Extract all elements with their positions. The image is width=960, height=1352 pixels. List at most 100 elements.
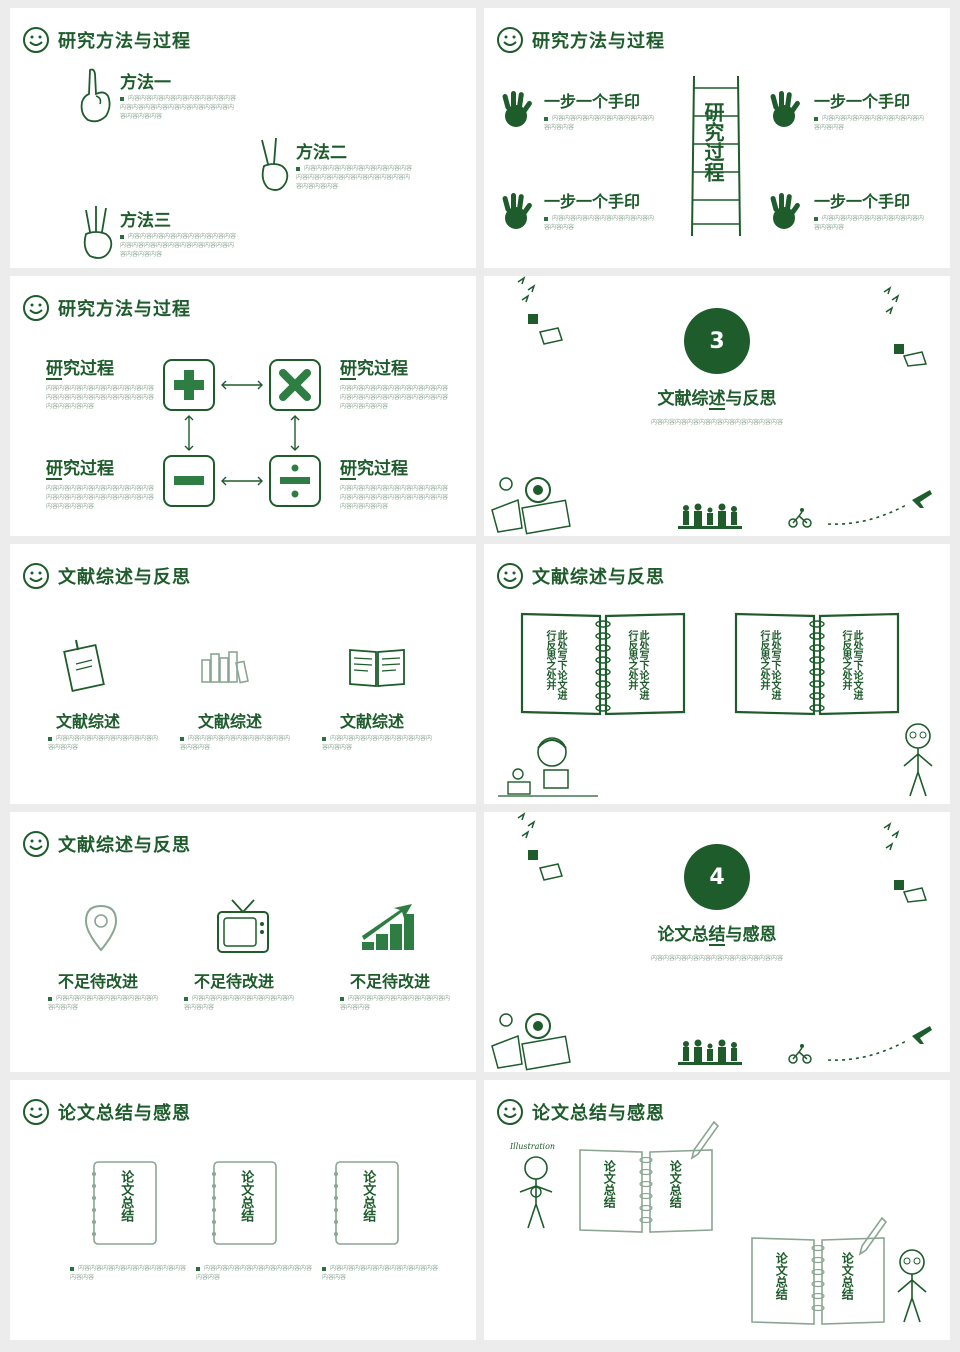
review-body: 内容内容内容内容内容内容内容内容内容内容内容	[180, 735, 291, 751]
section-title: 文献综述与反思	[657, 389, 777, 409]
improve-body: 内容内容内容内容内容内容内容内容内容内容内容	[340, 995, 451, 1011]
slide-header: 研究方法与过程	[22, 26, 191, 54]
section-number: 3	[684, 308, 750, 374]
books-icon	[201, 651, 249, 684]
family-silhouette-icon	[678, 1039, 742, 1065]
method-1-label: 方法一	[120, 73, 171, 93]
method-3-label: 方法三	[120, 211, 171, 231]
birds-book-icon	[883, 286, 928, 367]
review-body: 内容内容内容内容内容内容内容内容内容内容内容	[322, 735, 433, 751]
spiral-notebook	[579, 1149, 713, 1233]
spiral-notebook	[520, 612, 686, 716]
section-subtitle: 内容内容内容内容内容内容内容内容内容内容内容	[650, 419, 783, 426]
notebook-icon	[63, 639, 105, 692]
handprint-icon	[502, 91, 532, 127]
slide-title: 文献综述与反思	[58, 835, 191, 856]
ladder-text: 研究过程	[701, 102, 725, 182]
slide-title: 研究方法与过程	[58, 299, 191, 320]
slide-header: 研究方法与过程	[496, 26, 665, 54]
smiley-icon	[497, 27, 523, 53]
birds-book-icon	[883, 822, 928, 903]
improve-label: 不足待改进	[350, 972, 431, 991]
desk-illustration	[491, 1013, 571, 1071]
notebook-page-text: 此处写下论文进行反思之处并	[758, 630, 780, 700]
review-label: 文献综述	[56, 712, 121, 731]
step-label: 一步一个手印	[814, 192, 911, 211]
smiley-icon	[23, 295, 49, 321]
handprint-icon	[502, 193, 532, 229]
slide-title: 研究方法与过程	[532, 31, 665, 52]
slide-title: 论文总结与感恩	[58, 1103, 191, 1124]
cyclist-icon	[788, 1044, 812, 1064]
boy-with-glasses-illustration	[903, 723, 933, 797]
cyclist-icon	[788, 508, 812, 528]
summary-card	[92, 1161, 157, 1245]
smiley-icon	[23, 563, 49, 589]
notebook-page-text: 论文总结	[840, 1252, 855, 1300]
summary-body: 内容内容内容内容内容内容内容内容内容内容内容	[322, 1265, 439, 1281]
process-body: 内容内容内容内容内容内容内容内容内容内容内容内容内容内容内容内容内容内容内容内容…	[340, 485, 449, 510]
spiral-notebook	[751, 1237, 885, 1325]
summary-body: 内容内容内容内容内容内容内容内容内容内容内容	[70, 1265, 187, 1281]
girl-illustration	[519, 1156, 553, 1229]
step-body: 内容内容内容内容内容内容内容内容内容内容内容	[544, 115, 655, 131]
step-label: 一步一个手印	[814, 92, 911, 111]
slide-8: 4 论文总结与感恩 内容内容内容内容内容内容内容内容内容内容内容	[484, 812, 950, 1072]
slide-title: 文献综述与反思	[532, 567, 665, 588]
method-3-body: 内容内容内容内容内容内容内容内容内容内容内容内容内容内容内容内容内容内容内容内容…	[120, 233, 237, 258]
math-operators-diagram	[163, 359, 321, 507]
review-label: 文献综述	[198, 712, 263, 731]
slide-10: 论文总结与感恩 Illustration 论文总结 论文总结 论文总结 论文总结	[484, 1080, 950, 1340]
notebook-page-text: 论文总结	[602, 1160, 617, 1208]
slide-header: 文献综述与反思	[22, 830, 191, 858]
growth-chart-icon	[362, 904, 414, 950]
smiley-icon	[497, 563, 523, 589]
process-body: 内容内容内容内容内容内容内容内容内容内容内容内容内容内容内容内容内容内容内容内容…	[340, 385, 449, 410]
slide-title: 研究方法与过程	[58, 31, 191, 52]
summary-body: 内容内容内容内容内容内容内容内容内容内容内容	[196, 1265, 313, 1281]
smiley-icon	[23, 1099, 49, 1125]
ladder-icon	[691, 75, 741, 237]
section-number: 4	[684, 844, 750, 910]
slide-7: 文献综述与反思 不足待改进 内容内容内容内容内容内容内容内容内容内容内容 不足待…	[10, 812, 476, 1072]
step-body: 内容内容内容内容内容内容内容内容内容内容内容	[814, 115, 925, 131]
airplane-path-icon	[827, 490, 932, 525]
improve-label: 不足待改进	[194, 972, 275, 991]
section-subtitle: 内容内容内容内容内容内容内容内容内容内容内容	[650, 955, 783, 962]
slide-header: 文献综述与反思	[22, 562, 191, 590]
slide-1: 研究方法与过程 方法一 内容内容内容内容内容内容内容内容内容内容内容内容内容内容…	[10, 8, 476, 268]
smiley-icon	[23, 831, 49, 857]
process-body: 内容内容内容内容内容内容内容内容内容内容内容内容内容内容内容内容内容内容内容内容…	[46, 385, 155, 410]
summary-card	[212, 1161, 277, 1245]
slide-4: 3 文献综述与反思 内容内容内容内容内容内容内容内容内容内容内容	[484, 276, 950, 536]
process-body: 内容内容内容内容内容内容内容内容内容内容内容内容内容内容内容内容内容内容内容内容…	[46, 485, 155, 510]
tv-icon	[217, 899, 269, 953]
birds-book-icon	[517, 276, 563, 345]
step-body: 内容内容内容内容内容内容内容内容内容内容内容	[814, 215, 925, 231]
step-body: 内容内容内容内容内容内容内容内容内容内容内容	[544, 215, 655, 231]
slide-title: 论文总结与感恩	[532, 1103, 665, 1124]
airplane-path-icon	[827, 1026, 932, 1061]
pencil-icon	[858, 1216, 888, 1256]
process-label: 研究过程	[46, 459, 114, 479]
handprint-icon	[770, 91, 800, 127]
summary-card	[334, 1161, 399, 1245]
hand-two-icon	[261, 137, 289, 191]
summary-card-text: 论文总结	[360, 1170, 376, 1222]
birds-book-icon	[517, 812, 563, 881]
slide-header: 论文总结与感恩	[496, 1098, 665, 1126]
slide-2: 研究方法与过程 一步一个手印 内容内容内容内容内容内容内容内容内容内容内容 一步…	[484, 8, 950, 268]
step-label: 一步一个手印	[544, 192, 641, 211]
notebook-page-text: 论文总结	[774, 1252, 789, 1300]
method-1-body: 内容内容内容内容内容内容内容内容内容内容内容内容内容内容内容内容内容内容内容内容…	[120, 95, 237, 120]
improve-label: 不足待改进	[58, 972, 139, 991]
slide-title: 文献综述与反思	[58, 567, 191, 588]
slide-5: 文献综述与反思 文献综述 内容内容内容内容内容内容内容内容内容内容内容 文献综述…	[10, 544, 476, 804]
open-notebook-icon	[349, 649, 405, 687]
pencil-icon	[690, 1120, 720, 1160]
improve-body: 内容内容内容内容内容内容内容内容内容内容内容	[184, 995, 295, 1011]
handprint-icon	[770, 193, 800, 229]
reading-girl-illustration	[498, 737, 598, 797]
method-2-body: 内容内容内容内容内容内容内容内容内容内容内容内容内容内容内容内容内容内容内容内容…	[296, 165, 413, 190]
method-2-label: 方法二	[296, 143, 347, 163]
